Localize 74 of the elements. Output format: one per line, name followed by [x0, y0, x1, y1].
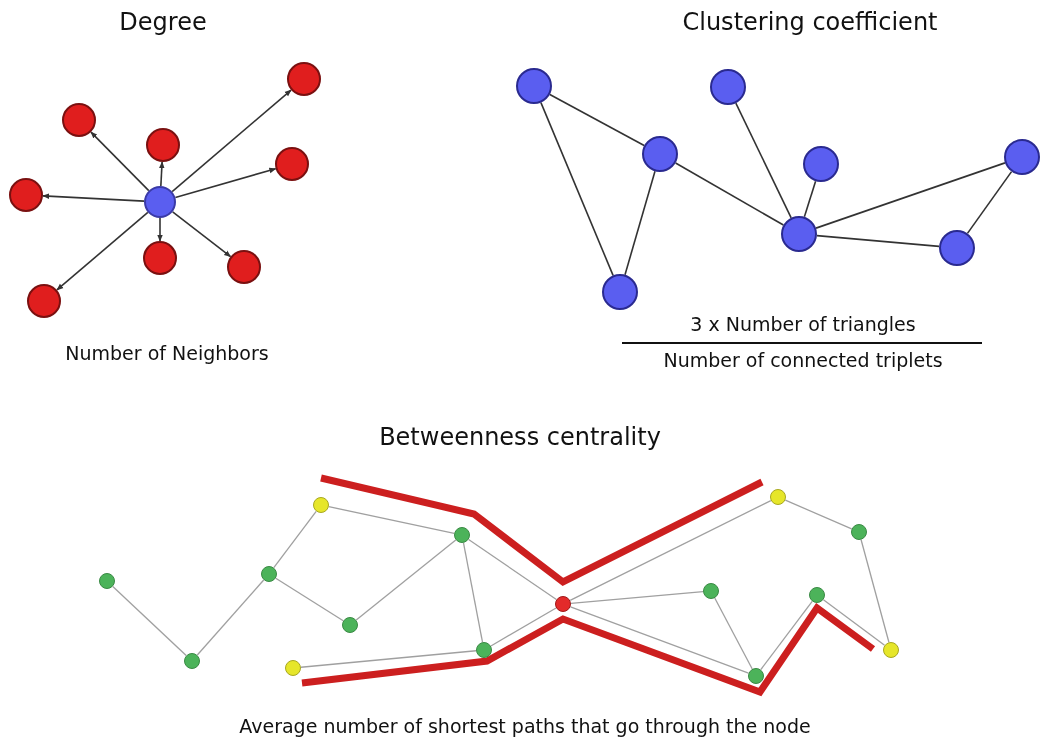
arrow: [42, 193, 145, 202]
graph-node: [883, 642, 899, 658]
graph-node: [227, 250, 261, 284]
connector-line: [735, 102, 792, 219]
connector-line: [816, 234, 940, 248]
graph-node: [809, 587, 825, 603]
connector-line: [803, 180, 817, 218]
graph-node: [476, 642, 492, 658]
graph-node: [62, 103, 96, 137]
graph-node: [261, 566, 277, 582]
graph-node: [9, 178, 43, 212]
formula-numerator: 3 x Number of triangles: [690, 313, 916, 335]
arrow: [171, 211, 232, 258]
graph-node: [602, 274, 638, 310]
graph-node: [803, 146, 839, 182]
connector-line: [815, 162, 1006, 229]
section-title: Degree: [119, 8, 207, 36]
graph-node: [770, 489, 786, 505]
graph-node: [143, 241, 177, 275]
graph-node: [555, 596, 571, 612]
connector-line: [860, 539, 890, 643]
connector-line: [760, 600, 813, 671]
connector-line: [490, 607, 557, 647]
arrow: [157, 217, 163, 242]
graph-node: [27, 284, 61, 318]
connector-line: [462, 542, 484, 643]
graph-node: [342, 617, 358, 633]
connector-line: [275, 577, 344, 622]
graph-node: [710, 69, 746, 105]
connector-line: [570, 591, 704, 604]
section-title: Betweenness centrality: [379, 423, 661, 451]
arrow: [159, 161, 165, 187]
graph-node: [287, 62, 321, 96]
graph-node: [313, 497, 329, 513]
graph-node: [99, 573, 115, 589]
connector-line: [549, 93, 645, 147]
connector-line: [966, 170, 1013, 235]
graph-node: [285, 660, 301, 676]
graph-node: [642, 136, 678, 172]
graph-node: [144, 186, 176, 218]
connector-line: [540, 101, 614, 277]
arrow: [56, 211, 149, 291]
connector-line: [355, 539, 457, 621]
connector-line: [714, 597, 753, 670]
connector-line: [273, 510, 317, 569]
connector-line: [467, 538, 558, 601]
graph-node: [275, 147, 309, 181]
connector-line: [112, 585, 187, 657]
graph-node: [1004, 139, 1040, 175]
connector-line: [328, 506, 455, 534]
graph-node: [939, 230, 975, 266]
caption: Average number of shortest paths that go through the node: [239, 715, 811, 737]
arrow: [174, 167, 277, 199]
graph-node: [516, 68, 552, 104]
graph-node: [146, 128, 180, 162]
connector-line: [569, 606, 750, 674]
graph-node: [703, 583, 719, 599]
graph-node: [851, 524, 867, 540]
graph-node: [748, 668, 764, 684]
graph-node: [781, 216, 817, 252]
connector-line: [300, 650, 477, 668]
connector-line: [624, 170, 656, 276]
connector-line: [784, 499, 853, 530]
connector-line: [569, 499, 772, 602]
formula-denominator: Number of connected triplets: [663, 349, 943, 371]
section-title: Clustering coefficient: [682, 8, 938, 36]
caption: Number of Neighbors: [65, 342, 269, 364]
connector-line: [822, 599, 886, 646]
connector-line: [196, 579, 265, 656]
graph-node: [184, 653, 200, 669]
graph-node: [454, 527, 470, 543]
arrow: [171, 89, 292, 193]
arrow: [90, 131, 150, 192]
connector-line: [674, 162, 785, 226]
